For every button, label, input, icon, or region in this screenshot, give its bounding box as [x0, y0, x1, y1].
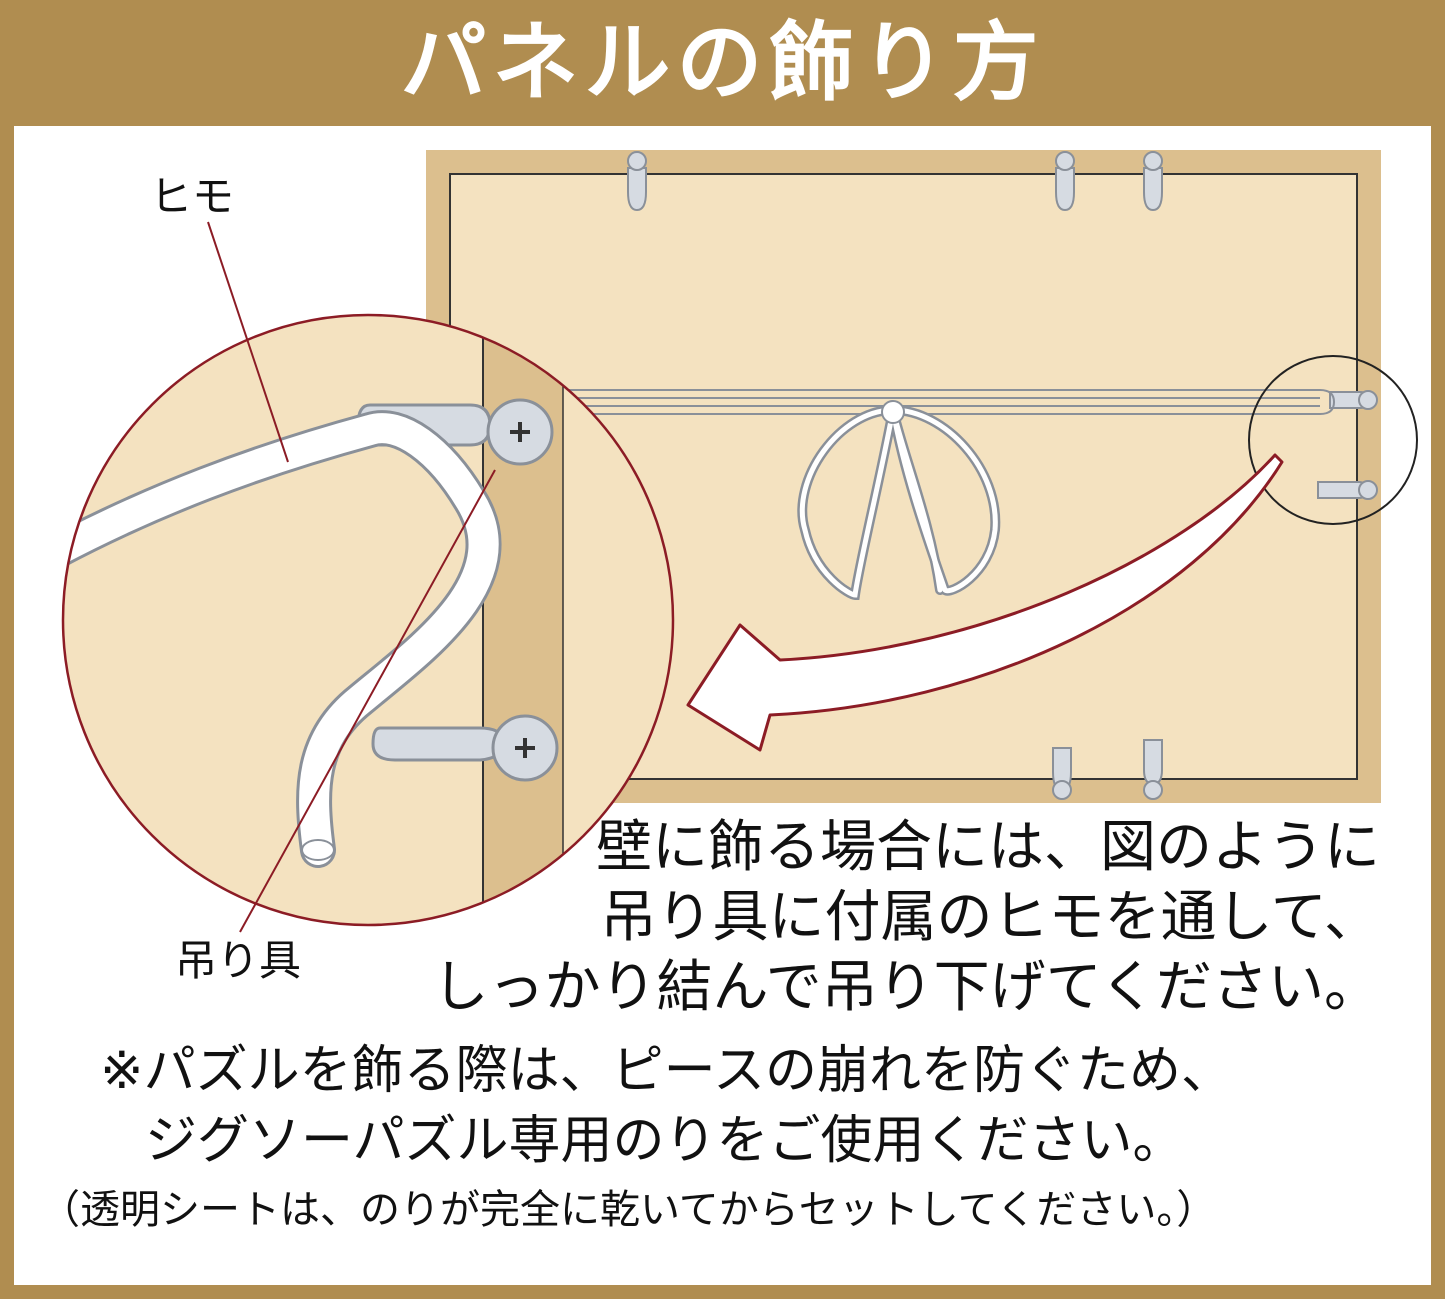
note-line: ※パズルを飾る際は、ピースの崩れを防ぐため、	[100, 1041, 1233, 1101]
instruction-line: 壁に飾る場合には、図のように	[596, 815, 1380, 880]
instruction-line: しっかり結んで吊り下げてください。	[432, 955, 1380, 1020]
page-title: パネルの飾り方	[400, 12, 1045, 113]
zoom-detail	[63, 315, 673, 925]
knot-icon	[881, 400, 905, 424]
hanger-icon	[627, 151, 1378, 800]
cord	[565, 389, 1336, 415]
leader-line-himo	[207, 221, 289, 463]
label-tsurigu: 吊り具	[175, 936, 302, 985]
note-line: ジグソーパズル専用のりをご使用ください。	[145, 1111, 1185, 1171]
label-himo: ヒモ	[150, 172, 235, 221]
title-bar: パネルの飾り方	[0, 0, 1445, 126]
leader-line-tsurigu	[239, 469, 496, 933]
detail-marker-circle	[1248, 355, 1418, 525]
zoom-arrow-icon	[686, 453, 1284, 752]
instruction-line: 吊り具に付属のヒモを通して、	[600, 885, 1380, 950]
note-line: （透明シートは、のりが完全に乾いてからセットしてください。）	[40, 1187, 1217, 1233]
